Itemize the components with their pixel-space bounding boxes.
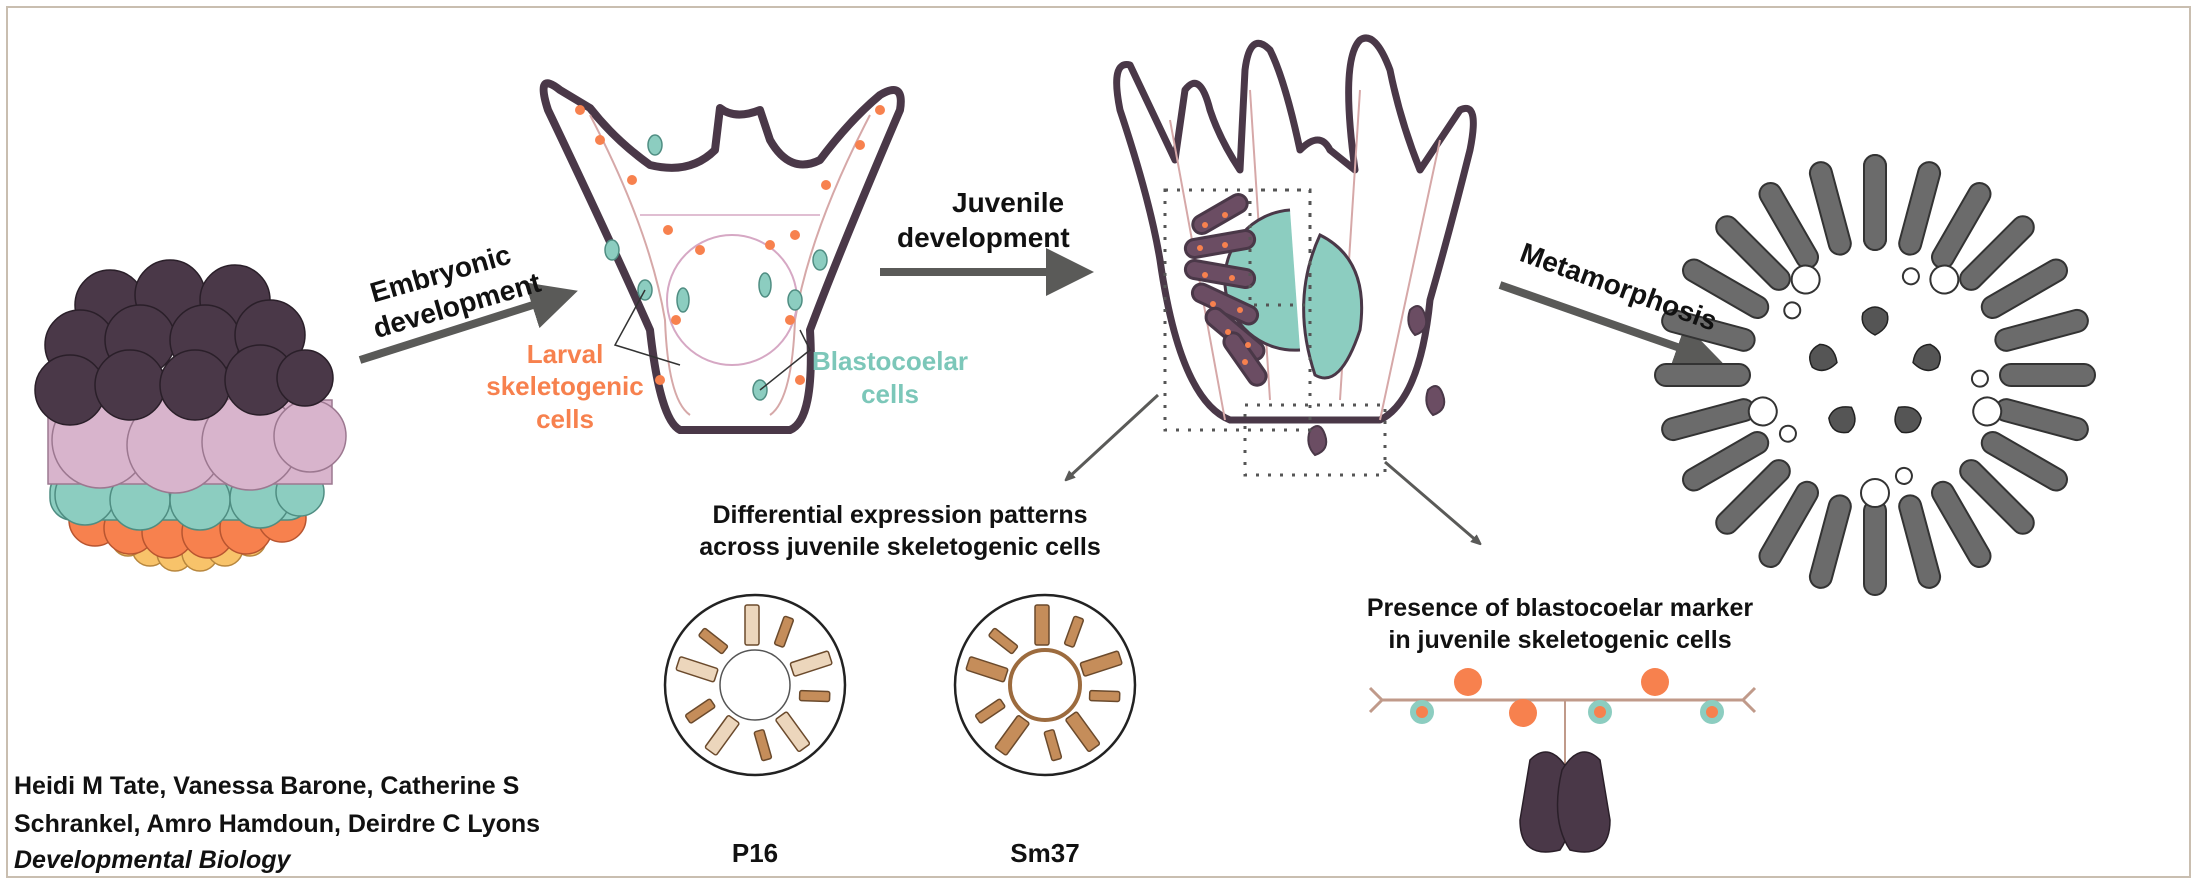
- presence-line-2: in juvenile skeletogenic cells: [1388, 626, 1731, 654]
- rudiment-sm37: [953, 593, 1137, 777]
- differential-line-2: across juvenile skeletogenic cells: [699, 533, 1101, 561]
- presence-label: Presence of blastocoelar marker in juven…: [1367, 594, 1754, 654]
- development-text-2: development: [897, 222, 1070, 253]
- larval-skeletogenic-label: Larval skeletogenic cells: [486, 339, 644, 434]
- authors-line-2: Schrankel, Amro Hamdoun, Deirdre C Lyons: [14, 810, 541, 838]
- differential-label: Differential expression patterns across …: [699, 501, 1101, 561]
- presence-line-1: Presence of blastocoelar marker: [1367, 594, 1754, 622]
- sm37-label: Sm37: [1010, 838, 1079, 868]
- arrow-metamorphosis: [1498, 281, 1723, 370]
- differential-line-1: Differential expression patterns: [712, 501, 1087, 529]
- juvenile-text: Juvenile: [952, 187, 1064, 218]
- rudiment-p16: [663, 593, 847, 777]
- authors-line-1: Heidi M Tate, Vanessa Barone, Catherine …: [14, 772, 520, 800]
- arrow-embryonic: [358, 282, 578, 364]
- metamorphosis-text: Metamorphosis: [1516, 237, 1721, 337]
- juvenile-urchin-radial: [1654, 154, 2096, 596]
- larval-text: Larval: [527, 339, 604, 369]
- journal-name: Developmental Biology: [14, 846, 291, 874]
- metamorphosis-label: Metamorphosis: [1516, 237, 1721, 337]
- pluteus-larva: [539, 79, 905, 434]
- juvenile-larva: [1113, 34, 1477, 477]
- blastula-embryo: [34, 259, 347, 572]
- arrow-to-differential: [1068, 393, 1160, 478]
- cells-text-2: cells: [861, 379, 919, 409]
- cells-text-1: cells: [536, 404, 594, 434]
- blastocoelar-label: Blastocoelar cells: [812, 346, 968, 409]
- p16-label: P16: [732, 838, 778, 868]
- skeletogenic-text: skeletogenic: [486, 371, 644, 401]
- blastocoelar-text: Blastocoelar: [812, 346, 968, 376]
- blastocoelar-marker-schematic: [1368, 668, 1757, 853]
- arrow-to-presence: [1384, 460, 1478, 542]
- juvenile-development-label: Juvenile development: [897, 187, 1070, 253]
